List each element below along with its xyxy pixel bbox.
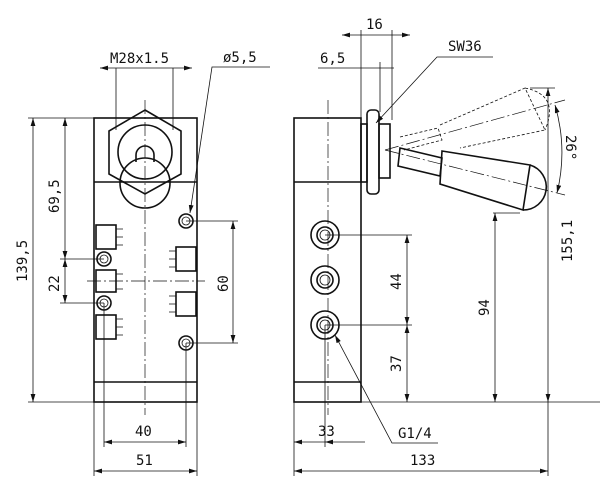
front-view: M28x1.5 ø5,5 139,5 69,5 22 60 40 51 (15, 50, 270, 476)
dim-thread: M28x1.5 (110, 51, 169, 67)
side-body (293, 117, 362, 403)
dim-port-spacing: 22 (47, 275, 63, 292)
dim-nut-width: 16 (366, 17, 383, 33)
lever-handle (384, 87, 566, 212)
side-nut (366, 109, 380, 195)
dim-handle-height: 94 (477, 299, 493, 316)
dim-hole-spacing-vertical: 60 (216, 275, 232, 292)
dim-hole-diameter: ø5,5 (223, 50, 257, 66)
dim-width: 51 (136, 453, 153, 469)
port-blocks (95, 224, 197, 340)
label-wrench-size: SW36 (448, 39, 482, 55)
dim-height-total: 139,5 (15, 240, 31, 282)
ports (310, 220, 340, 340)
dim-total-length: 133 (410, 453, 435, 469)
dim-hole-spacing-horizontal: 40 (135, 424, 152, 440)
dim-nut-offset: 6,5 (320, 51, 345, 67)
dim-port-spacing-side: 44 (389, 273, 405, 290)
side-view: 26° 16 6,5 SW36 155,1 94 44 37 33 133 G1… (293, 17, 600, 476)
dim-port-offset: 33 (318, 424, 335, 440)
label-port-thread: G1/4 (398, 426, 432, 442)
dim-port-bottom: 37 (389, 355, 405, 372)
dim-angle: 26° (562, 135, 578, 160)
dim-height-upper: 69,5 (47, 179, 63, 213)
dim-total-height: 155,1 (560, 220, 576, 262)
front-body (93, 117, 198, 403)
